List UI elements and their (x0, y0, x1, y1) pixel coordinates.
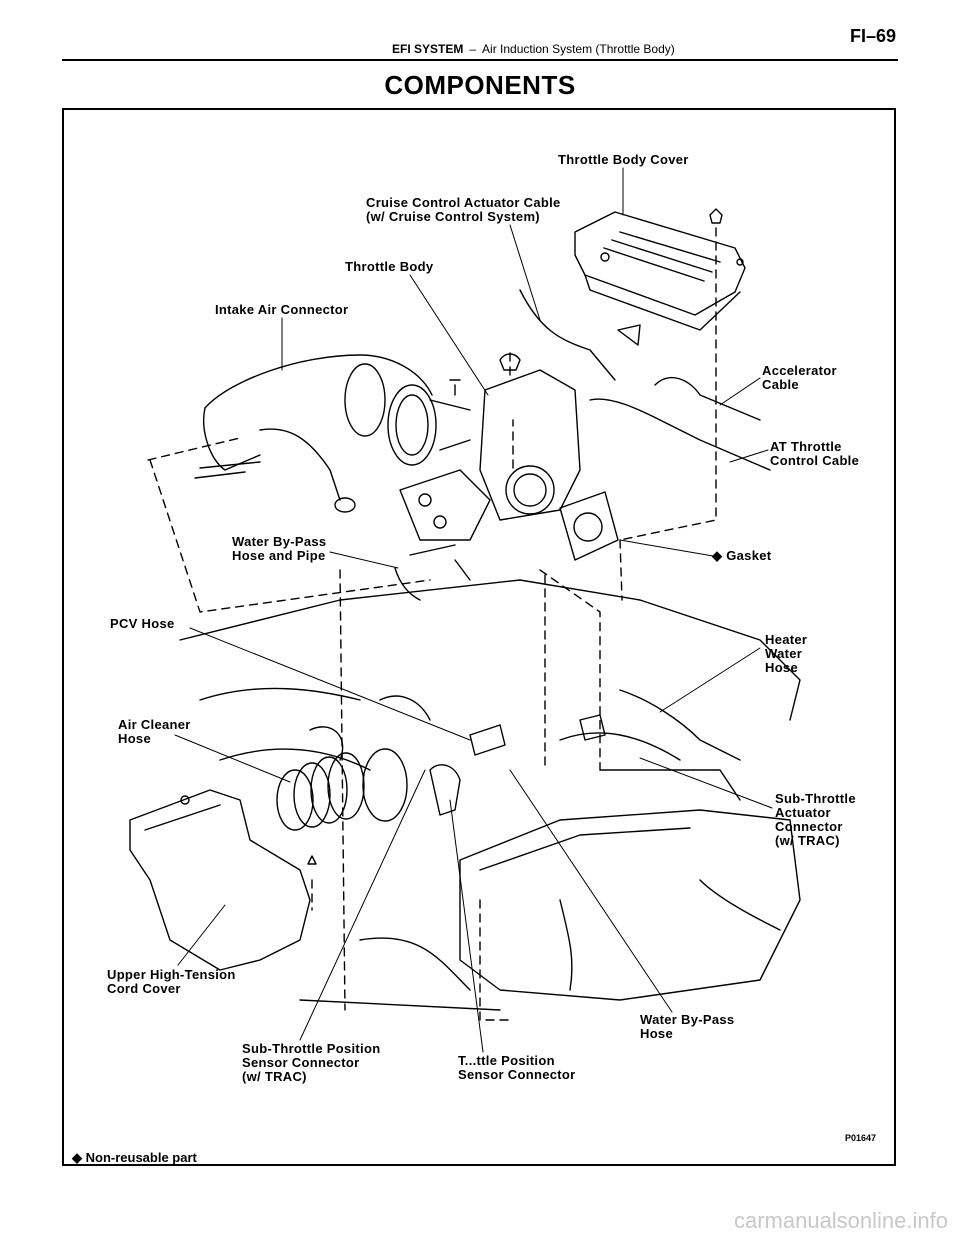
label-pcv-hose: PCV Hose (110, 616, 175, 631)
label-stps-line3: (w/ TRAC) (242, 1069, 307, 1084)
label-tps-line2: Sensor Connector (458, 1067, 576, 1082)
label-water-bypass-hose: Water By-Pass Hose (640, 1013, 734, 1041)
upper-cord-cover-part (129, 789, 317, 971)
diagram-frame (62, 108, 896, 1166)
label-accel-line1: Accelerator (762, 363, 837, 378)
label-water-bypass-pipe: Water By-Pass Hose and Pipe (232, 535, 326, 563)
label-heater-line3: Hose (765, 660, 798, 675)
label-accel-line2: Cable (762, 377, 799, 392)
label-sub-throttle-actuator: Sub-Throttle Actuator Connector (w/ TRAC… (775, 792, 856, 848)
label-at-line2: Control Cable (770, 453, 860, 468)
label-intake-air-connector: Intake Air Connector (215, 302, 349, 317)
water-bypass-pipe-part (394, 544, 471, 601)
engine-outline (179, 579, 801, 1011)
label-heater-line1: Heater (765, 632, 808, 647)
watermark: carmanualsonline.info (733, 1208, 948, 1233)
page-number: FI–69 (849, 26, 896, 46)
diagram-code: P01647 (845, 1133, 877, 1143)
label-gasket: ◆ Gasket (712, 549, 771, 563)
page-header: EFI SYSTEM–Air Induction System (Throttl… (62, 22, 898, 61)
label-cruise-line2: (w/ Cruise Control System) (366, 209, 540, 224)
label-wbh-line1: Water By-Pass (640, 1012, 735, 1027)
label-cruise-control-cable: Cruise Control Actuator Cable (w/ Cruise… (366, 196, 561, 224)
label-stps-line1: Sub-Throttle Position (242, 1041, 381, 1056)
label-sub-tps-connector: Sub-Throttle Position Sensor Connector (… (242, 1042, 380, 1084)
label-sta-line3: Connector (775, 819, 843, 834)
assembly-dashed-lines (147, 227, 717, 1021)
label-accelerator-cable: Accelerator Cable (762, 364, 837, 392)
intake-air-connector-part (194, 354, 471, 513)
gasket-part (559, 491, 619, 561)
header-separator: – (469, 42, 477, 56)
label-sta-line2: Actuator (775, 805, 831, 820)
label-uc-line2: Cord Cover (107, 981, 181, 996)
label-throttle-body: Throttle Body (345, 259, 434, 274)
label-gasket-text: Gasket (726, 548, 772, 563)
non-reusable-footnote: ◆ Non-reusable part (72, 1150, 197, 1165)
header-section-title: EFI SYSTEM–Air Induction System (Throttl… (392, 42, 675, 56)
label-at-line1: AT Throttle (770, 439, 842, 454)
label-upper-cord-cover: Upper High-Tension Cord Cover (107, 968, 236, 996)
label-throttle-body-cover: Throttle Body Cover (558, 152, 689, 167)
cables-part (519, 289, 771, 471)
label-at-throttle-cable: AT Throttle Control Cable (770, 440, 859, 468)
non-reusable-marker-icon: ◆ (712, 548, 723, 563)
label-acl-line2: Hose (118, 731, 151, 746)
label-cruise-line1: Cruise Control Actuator Cable (366, 195, 561, 210)
label-acl-line1: Air Cleaner (118, 717, 191, 732)
label-air-cleaner-hose: Air Cleaner Hose (118, 718, 191, 746)
label-sta-line4: (w/ TRAC) (775, 833, 840, 848)
air-cleaner-hose-part (276, 748, 461, 831)
throttle-body-cover-part (574, 208, 746, 331)
label-wbh-line2: Hose (640, 1026, 673, 1041)
label-tps-connector: T...ttle Position Sensor Connector (458, 1054, 575, 1082)
page-title: COMPONENTS (384, 70, 576, 100)
label-wbp-line2: Hose and Pipe (232, 548, 326, 563)
leader-lines (174, 167, 773, 1053)
label-sta-line1: Sub-Throttle (775, 791, 856, 806)
header-section: Air Induction System (Throttle Body) (482, 42, 675, 56)
label-tps-line1: T...ttle Position (458, 1053, 555, 1068)
label-heater-water-hose: Heater Water Hose (765, 633, 807, 675)
label-heater-line2: Water (765, 646, 803, 661)
label-wbp-line1: Water By-Pass (232, 534, 327, 549)
throttle-body-part (399, 353, 581, 541)
header-rule (62, 59, 898, 61)
label-stps-line2: Sensor Connector (242, 1055, 360, 1070)
label-uc-line1: Upper High-Tension (107, 967, 236, 982)
header-system: EFI SYSTEM (392, 42, 464, 56)
